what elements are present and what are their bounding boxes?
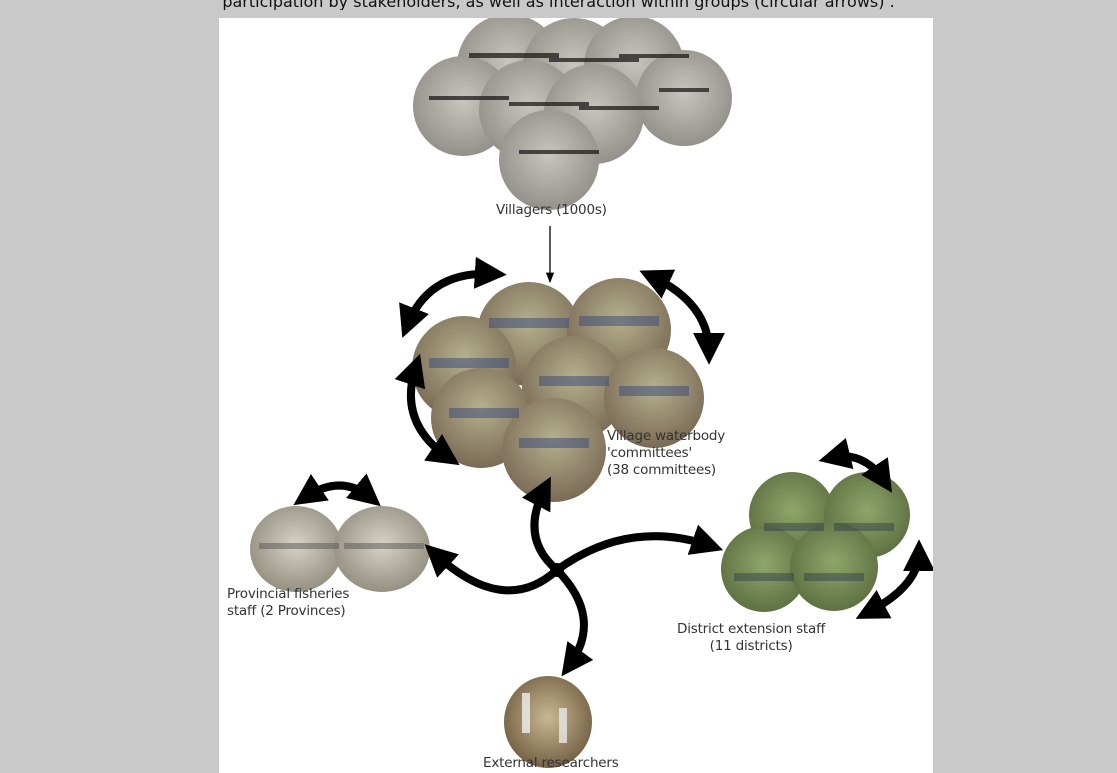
district-label: District extension staff (11 districts) xyxy=(677,621,825,655)
committees-circular-arrow-top-right xyxy=(639,269,725,365)
villagers-label-line: Villagers (1000s) xyxy=(496,202,607,218)
hub-to-district-arrow xyxy=(553,524,724,574)
provincial-photo-cluster xyxy=(250,506,430,592)
hub-to-provincial-arrow xyxy=(424,544,561,595)
committees-label: Village waterbody 'committees' (38 commi… xyxy=(607,428,725,479)
researchers-label: External researchers xyxy=(483,755,619,772)
villagers-label: Villagers (1000s) xyxy=(496,202,607,219)
district-label-line-2: (11 districts) xyxy=(709,638,793,654)
provincial-label-line-1: Provincial fisheries xyxy=(227,586,350,602)
provincial-label: Provincial fisheries staff (2 Provinces) xyxy=(227,586,349,620)
committees-circular-arrow-top-left xyxy=(399,256,507,338)
figure-caption: participation by stakeholders, as well a… xyxy=(222,0,895,10)
hub-to-researchers-arrow xyxy=(553,566,594,677)
researchers-label-line: External researchers xyxy=(483,755,619,771)
stakeholder-diagram xyxy=(250,18,933,768)
committees-label-line-2: 'committees' xyxy=(607,445,692,461)
district-circular-arrow-right xyxy=(855,539,933,619)
committees-circular-arrow-left xyxy=(394,353,460,466)
diagram-canvas: Villagers (1000s) Village waterbody 'com… xyxy=(219,18,933,773)
district-label-line-1: District extension staff xyxy=(677,621,826,637)
provincial-label-line-2: staff (2 Provinces) xyxy=(227,603,346,619)
researchers-photo xyxy=(504,676,592,768)
interaction-hub xyxy=(550,563,564,577)
provincial-circular-arrow xyxy=(293,473,381,507)
hub-to-committees-arrow xyxy=(521,476,561,574)
committees-label-line-1: Village waterbody xyxy=(607,428,726,444)
villagers-photo-cluster xyxy=(413,18,732,210)
committees-label-line-3: (38 committees) xyxy=(607,462,716,478)
district-photo-cluster xyxy=(721,472,910,612)
district-circular-arrow-top xyxy=(818,437,893,493)
